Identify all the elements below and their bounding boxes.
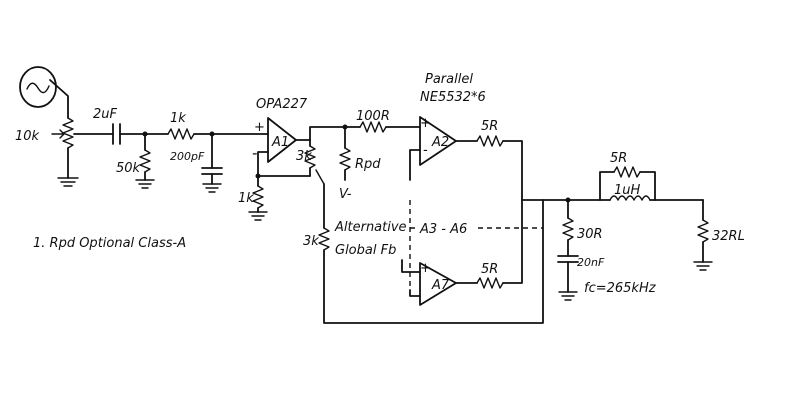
cap-filter-label: 200pF bbox=[170, 150, 205, 163]
opamp-a2-label: A2 bbox=[431, 135, 449, 150]
a3-a6-label: A3 - A6 bbox=[419, 222, 467, 237]
wire-a7-to-bus bbox=[502, 199, 523, 284]
opamp-a2 bbox=[419, 116, 457, 166]
note-label: 1. Rpd Optional Class-A bbox=[33, 236, 186, 251]
rpd-label: Rpd bbox=[355, 157, 381, 172]
opamp-a1 bbox=[267, 117, 297, 163]
capacitor-200pF bbox=[201, 133, 223, 193]
load-label: 32RL bbox=[712, 229, 745, 244]
alt-label-line2: Global Fb bbox=[335, 243, 396, 258]
resistor-30R bbox=[562, 199, 574, 257]
wire-source-to-pot bbox=[49, 79, 69, 119]
res-fb1-label: 3k bbox=[296, 149, 312, 164]
resistor-5R-parallel bbox=[613, 166, 641, 178]
res-global-label: 3k bbox=[303, 234, 319, 249]
ground-symbol bbox=[57, 177, 79, 187]
wire-a7-input bbox=[401, 259, 421, 273]
resistor-1k-input bbox=[167, 128, 195, 140]
a7-plus: + bbox=[420, 261, 431, 276]
fc-label: fc=265kHz bbox=[584, 281, 657, 296]
resistor-3k-feedback bbox=[304, 139, 316, 177]
wire-a1-inverting bbox=[257, 151, 269, 177]
opamp-a1-part-label: OPA227 bbox=[256, 97, 308, 112]
cap-zobel-label: 20nF bbox=[577, 256, 605, 269]
capacitor-20nF bbox=[557, 255, 579, 301]
wire-a2-to-bus bbox=[502, 140, 523, 201]
a2-plus: + bbox=[420, 116, 431, 131]
resistor-32R-load bbox=[693, 199, 713, 271]
resistor-3k-global bbox=[318, 227, 330, 251]
alt-label-line1: Alternative bbox=[334, 220, 407, 235]
inductor-label: 1uH bbox=[614, 183, 641, 198]
wire-a2-inverting bbox=[409, 149, 421, 181]
wire-lr-right bbox=[639, 171, 656, 201]
wire-a1-output bbox=[295, 126, 361, 141]
signal-source-icon bbox=[19, 66, 57, 108]
a1-plus: + bbox=[254, 120, 265, 135]
pot-label: 10k bbox=[15, 129, 40, 144]
capacitor-2uF bbox=[112, 123, 121, 145]
a2-minus: - bbox=[423, 143, 428, 158]
opamp-a1-label: A1 bbox=[271, 135, 289, 150]
res-series-label: 100R bbox=[356, 109, 390, 124]
opamp-a7 bbox=[419, 262, 457, 306]
resistor-50k bbox=[135, 133, 155, 189]
res-out-a2-label: 5R bbox=[481, 119, 498, 134]
resistor-rpd bbox=[339, 126, 351, 181]
resistor-100R bbox=[359, 121, 387, 133]
vminus-label: V- bbox=[339, 187, 352, 202]
a1-minus: - bbox=[252, 144, 257, 162]
resistor-5R-a2 bbox=[476, 135, 504, 147]
cap-in-label: 2uF bbox=[93, 107, 118, 122]
res-in-label: 1k bbox=[170, 111, 186, 126]
res-shunt-label: 50k bbox=[116, 161, 141, 176]
wire-alt-link bbox=[315, 169, 325, 185]
res-zobel-label: 30R bbox=[577, 227, 603, 242]
potentiometer-10k bbox=[51, 117, 74, 179]
res-parallel-label: 5R bbox=[610, 151, 627, 166]
resistor-1k-ground bbox=[248, 175, 268, 221]
wire-bottom-loop bbox=[323, 199, 544, 324]
parallel-label: Parallel bbox=[425, 72, 473, 87]
opamp-a7-label: A7 bbox=[431, 278, 450, 293]
wire-a7-inverting bbox=[409, 289, 421, 297]
resistor-5R-a7 bbox=[476, 277, 504, 289]
res-out-a7-label: 5R bbox=[481, 262, 498, 277]
res-gnd-label: 1k bbox=[238, 191, 254, 206]
wire-lr-left bbox=[599, 171, 615, 201]
ne5532-label: NE5532*6 bbox=[420, 90, 486, 105]
